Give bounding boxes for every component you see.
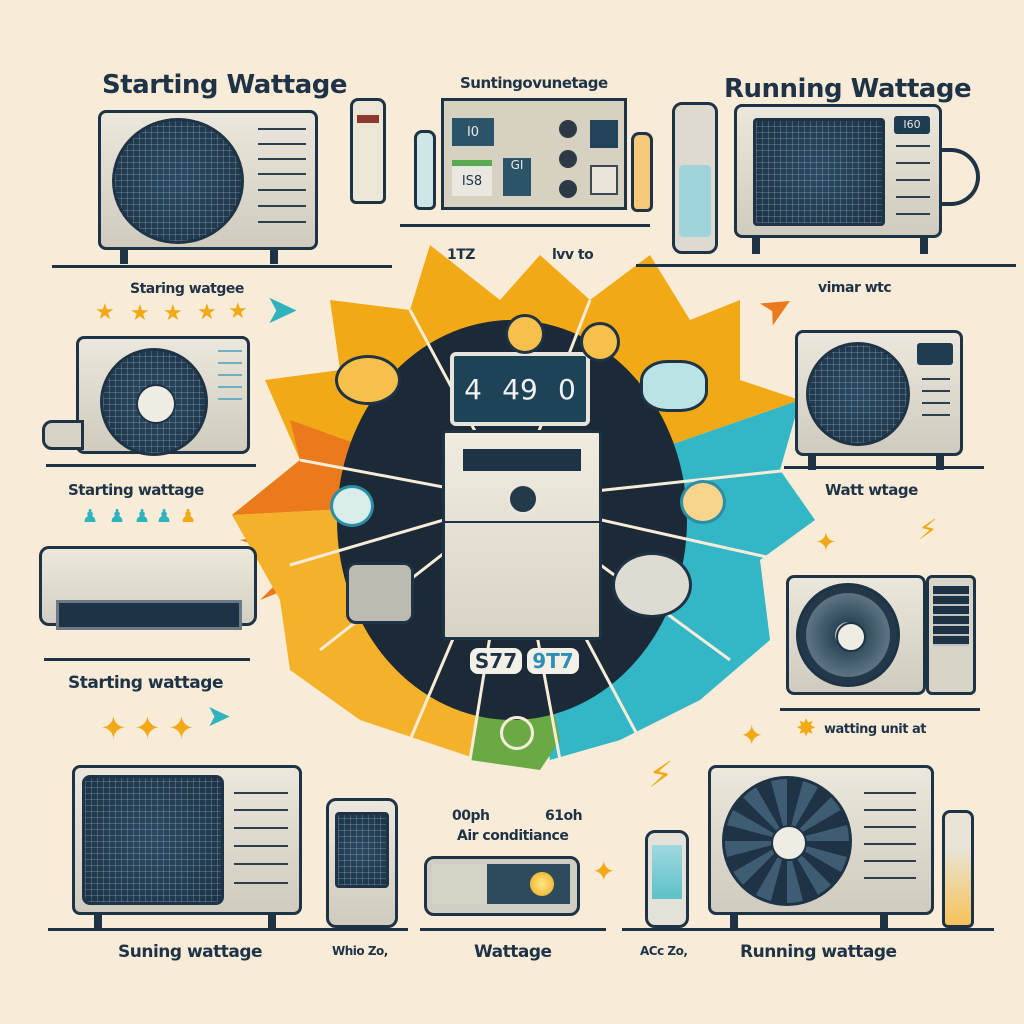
lightbulb-icon bbox=[330, 485, 374, 527]
gauge-icon bbox=[580, 322, 620, 362]
sun-icon bbox=[505, 314, 545, 354]
title-running-wattage: Running Wattage bbox=[724, 74, 972, 104]
motor-icon bbox=[612, 552, 692, 618]
fan-grille-icon bbox=[335, 812, 389, 888]
display-value-2: 49 bbox=[502, 372, 538, 406]
lightbulb-icon bbox=[680, 480, 726, 524]
value-pill-right: 9T7 bbox=[527, 648, 579, 674]
power-icon bbox=[500, 716, 534, 750]
lightning-icon: ⚡ bbox=[648, 755, 674, 796]
central-display: 4 49 0 bbox=[450, 352, 590, 426]
display-value-3: 0 bbox=[558, 372, 576, 406]
bottle-left-icon bbox=[414, 130, 436, 210]
center-bottom-right-value: 61oh bbox=[545, 808, 583, 824]
bottle-bottom-right-icon bbox=[942, 810, 974, 928]
mini-ac-icon bbox=[346, 562, 414, 624]
label-vimar-wtc: vimar wtc bbox=[818, 280, 892, 296]
bottom-label-running-wattage: Running wattage bbox=[740, 942, 897, 962]
label-staring-watgee: Staring watgee bbox=[130, 281, 244, 297]
title-starting-wattage: Starting Wattage bbox=[102, 70, 347, 100]
label-watt-wtage: Watt wtage bbox=[825, 481, 918, 499]
panel-readout-2: IS8 bbox=[452, 160, 492, 196]
value-pill-left: S77 bbox=[470, 648, 522, 674]
knob-icon bbox=[559, 150, 577, 168]
panel-readout-1: I0 bbox=[452, 118, 494, 146]
bottom-label-wattage: Wattage bbox=[474, 942, 552, 962]
center-value-left: 1TZ bbox=[447, 247, 475, 263]
bottle-right-icon bbox=[631, 132, 653, 212]
bottom-label-suning-wattage: Suning wattage bbox=[118, 942, 263, 962]
knob-icon bbox=[559, 180, 577, 198]
title-center-panel: Suntingovunetage bbox=[460, 74, 608, 92]
display-value-1: 4 bbox=[464, 372, 482, 406]
knob-icon bbox=[559, 120, 577, 138]
label-watting-unit-at: watting unit at bbox=[824, 722, 926, 737]
portable-ac-unit bbox=[442, 430, 602, 640]
sun-icon bbox=[530, 872, 554, 896]
label-starting-wattage-row4: Starting wattage bbox=[68, 673, 223, 693]
arrow-icon: ➤ bbox=[206, 699, 232, 734]
meter-bottle-icon bbox=[350, 98, 386, 204]
fan-grille-icon bbox=[82, 775, 224, 905]
label-starting-wattage-row3: Starting wattage bbox=[68, 481, 204, 499]
bottom-label-acc: ACc Zo, bbox=[640, 944, 688, 958]
panel-readout-3: GI bbox=[503, 158, 531, 196]
remote-device-icon bbox=[672, 102, 718, 254]
bottom-label-whio: Whio Zo, bbox=[332, 944, 388, 958]
fan-grille-icon bbox=[806, 342, 910, 446]
caption-air-conditiance: Air conditiance bbox=[457, 828, 569, 844]
smartphone-icon bbox=[645, 830, 689, 928]
cloud-icon bbox=[640, 360, 708, 412]
unit-display: I60 bbox=[894, 116, 930, 134]
center-bottom-left-value: 00ph bbox=[452, 808, 490, 824]
shelf-line bbox=[52, 265, 392, 268]
center-value-right: lvv to bbox=[552, 247, 594, 263]
fan-grille-icon bbox=[753, 118, 885, 226]
lightbulb-icon bbox=[335, 355, 401, 405]
arrow-icon: ➤ bbox=[265, 287, 299, 333]
fan-grille-icon bbox=[112, 118, 244, 244]
